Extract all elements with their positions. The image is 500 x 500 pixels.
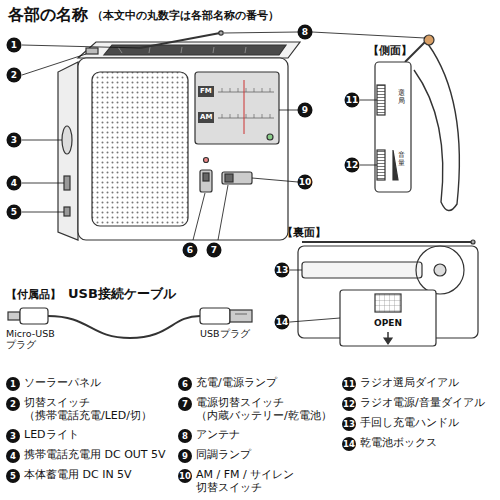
legend-number: 10 <box>178 469 192 483</box>
tuning-lamp <box>267 134 273 140</box>
callout-number: 13 <box>275 263 290 278</box>
volume-dial <box>377 150 385 180</box>
section-heading: USB接続ケーブル <box>68 286 176 302</box>
charge-lamp <box>204 158 209 163</box>
radio-side <box>375 35 459 211</box>
legend-number: 7 <box>178 397 192 411</box>
legend-text: 電源切替スイッチ （内蔵バッテリー/乾電池） <box>196 396 341 422</box>
callout-number: 14 <box>275 315 290 330</box>
radio-front <box>58 31 300 240</box>
legend-number: 6 <box>178 377 192 391</box>
power-switch <box>200 170 212 192</box>
side-marking: 選局 <box>398 90 405 105</box>
legend-text: 同調ランプ <box>196 448 341 461</box>
part-label: Micro-USB プラグ <box>6 328 66 351</box>
strap <box>414 44 459 211</box>
legend-number: 11 <box>342 377 356 391</box>
callout-number: 12 <box>345 158 360 173</box>
callout-number: 5 <box>7 205 22 220</box>
battery-box <box>340 290 436 346</box>
legend-text: ラジオ電源/音量ダイアル <box>360 396 496 409</box>
subtitle: （本文中の丸数字は各部名称の番号） <box>92 9 279 22</box>
legend-text: 手回し充電ハンドル <box>360 416 496 429</box>
callout-number: 1 <box>7 38 22 53</box>
legend-text: 本体蓄電用 DC IN 5V <box>24 468 174 481</box>
callout-number: 4 <box>7 176 22 191</box>
legend-text: ソーラーパネル <box>24 376 174 389</box>
legend-number: 2 <box>6 397 20 411</box>
dc-in-port <box>64 207 70 216</box>
leader-lines <box>22 32 425 322</box>
band-marking: FM <box>198 86 214 97</box>
legend-text: ラジオ選局ダイアル <box>360 376 496 389</box>
band-marking: AM <box>198 112 214 123</box>
legend-number: 9 <box>178 449 192 463</box>
band-switch <box>222 172 252 184</box>
part-label: USBプラグ <box>200 328 270 339</box>
callout-number: 9 <box>298 103 313 118</box>
legend-text: 乾電池ボックス <box>360 436 496 449</box>
legend-text: 携帯電話充電用 DC OUT 5V <box>24 448 174 461</box>
section-heading: 【裏面】 <box>282 226 326 239</box>
radio-back <box>298 240 478 346</box>
legend-number: 14 <box>342 437 356 451</box>
speaker-grille <box>92 72 188 226</box>
callout-number: 11 <box>345 93 360 108</box>
section-heading: 【付属品】 <box>6 288 61 301</box>
legend-number: 1 <box>6 377 20 391</box>
legend-text: AM / FM / サイレン 切替スイッチ <box>196 468 341 494</box>
tuning-dial <box>377 85 385 115</box>
callout-number: 2 <box>7 68 22 83</box>
legend-text: アンテナ <box>196 428 341 441</box>
dc-out-port <box>64 176 70 190</box>
callout-number: 7 <box>207 243 222 258</box>
legend-text: LEDライト <box>24 428 174 441</box>
legend-number: 12 <box>342 397 356 411</box>
callout-number: 8 <box>298 25 313 40</box>
legend-text: 充電/電源ランプ <box>196 376 341 389</box>
crank-handle <box>302 262 422 278</box>
callout-number: 6 <box>183 243 198 258</box>
legend-number: 5 <box>6 469 20 483</box>
callout-number: 10 <box>298 175 313 190</box>
led-light <box>62 126 72 154</box>
tuning-panel <box>195 72 279 144</box>
panel-marking: OPEN <box>374 318 402 329</box>
legend-text: 切替スイッチ （携帯電話充電/LED/切） <box>24 396 174 422</box>
solar-panel <box>104 45 286 55</box>
legend-number: 4 <box>6 449 20 463</box>
section-heading: 【側面】 <box>368 44 412 57</box>
legend-number: 3 <box>6 429 20 443</box>
antenna <box>140 33 220 48</box>
callout-number: 3 <box>7 133 22 148</box>
side-marking: 音量 <box>398 152 405 167</box>
select-switch <box>86 48 98 54</box>
legend-number: 13 <box>342 417 356 431</box>
legend-number: 8 <box>178 429 192 443</box>
page-title: 各部の名称 <box>8 5 88 24</box>
